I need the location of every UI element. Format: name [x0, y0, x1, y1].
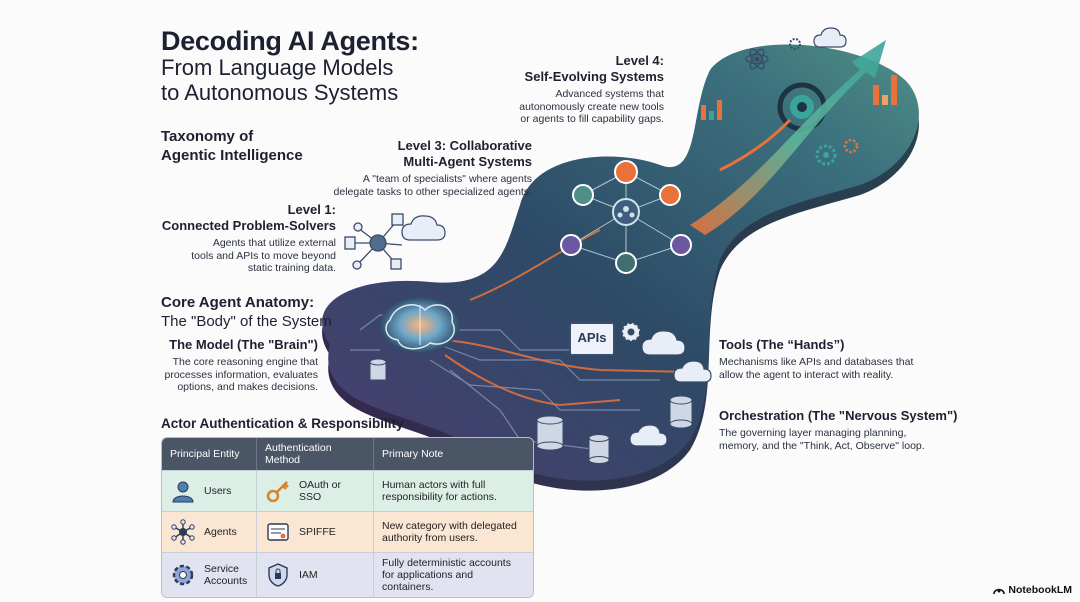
primary-note: authority from users. — [382, 532, 478, 544]
user-icon — [172, 481, 194, 503]
certificate-icon — [267, 523, 289, 541]
agent-node — [572, 184, 594, 206]
agent-node — [560, 234, 582, 256]
level1-label: Level 1: Connected Problem-Solvers Agent… — [161, 202, 336, 274]
anatomy-heading: Core Agent Anatomy: The "Body" of the Sy… — [161, 294, 332, 330]
brand-name: NotebookLM — [1008, 584, 1072, 596]
entity-name: Users — [204, 485, 232, 497]
gear-icon — [815, 144, 837, 166]
primary-note: Human actors with full — [382, 479, 486, 491]
auth-method: OAuth or SSO — [299, 479, 342, 503]
primary-note: responsibility for actions. — [382, 491, 497, 503]
network-icon — [171, 519, 195, 545]
gear-icon — [172, 564, 194, 586]
auth-table: Principal Entity Authentication Method P… — [161, 437, 534, 598]
gear-icon — [789, 38, 801, 50]
table-row: Users OAuth or SSO Human actors with ful… — [162, 470, 533, 511]
agent-node — [670, 234, 692, 256]
database-icon — [369, 358, 693, 464]
auth-method: SPIFFE — [299, 526, 336, 538]
table-row: Agents SPIFFE New category with delegate… — [162, 511, 533, 552]
table-header-row: Principal Entity Authentication Method P… — [162, 438, 533, 470]
primary-note: for applications and containers. — [382, 569, 474, 593]
taxonomy-heading: Taxonomy of Agentic Intelligence — [161, 128, 303, 164]
brand-logo: NotebookLM — [993, 584, 1072, 596]
level3-label: Level 3: Collaborative Multi-Agent Syste… — [333, 138, 532, 198]
self-evolving-area — [690, 38, 897, 235]
gear-icon — [621, 322, 641, 342]
model-label: The Model (The "Brain") The core reasoni… — [164, 337, 319, 393]
auth-method: IAM — [299, 569, 318, 581]
column-header: Principal Entity — [162, 438, 257, 470]
notebooklm-logo-icon — [993, 588, 1006, 595]
agent-node — [659, 184, 681, 206]
page-subtitle: From Language Models to Autonomous Syste… — [161, 55, 399, 105]
primary-note: New category with delegated — [382, 520, 517, 532]
gear-icon — [843, 138, 859, 154]
column-header: Primary Note — [374, 438, 533, 470]
level1-tool-hub — [344, 213, 404, 270]
level4-label: Level 4: Self-Evolving Systems Advanced … — [519, 53, 664, 125]
agent-node — [615, 252, 637, 274]
orange-signal-traces — [444, 229, 691, 407]
apis-icon: APIs — [569, 322, 615, 356]
column-header: Authentication Method — [257, 438, 374, 470]
auth-section-title: Actor Authentication & Responsibility — [161, 416, 404, 431]
shield-icon — [268, 563, 288, 587]
entity-name: Agents — [204, 526, 237, 538]
mini-bar-chart-icon — [701, 100, 722, 120]
brain-icon — [380, 297, 460, 353]
key-icon — [266, 481, 289, 503]
atom-icon — [745, 48, 769, 70]
cloud-icon — [401, 27, 847, 447]
multi-agent-network — [560, 160, 692, 274]
orchestration-label: Orchestration (The "Nervous System") The… — [719, 408, 958, 452]
primary-note: Fully deterministic accounts — [382, 557, 511, 569]
page-title: Decoding AI Agents: — [161, 26, 419, 56]
agent-node — [614, 160, 638, 184]
growth-arrow — [690, 40, 886, 235]
tools-label: Tools (The “Hands”) Mechanisms like APIs… — [719, 337, 914, 381]
bar-chart-icon — [873, 75, 897, 105]
